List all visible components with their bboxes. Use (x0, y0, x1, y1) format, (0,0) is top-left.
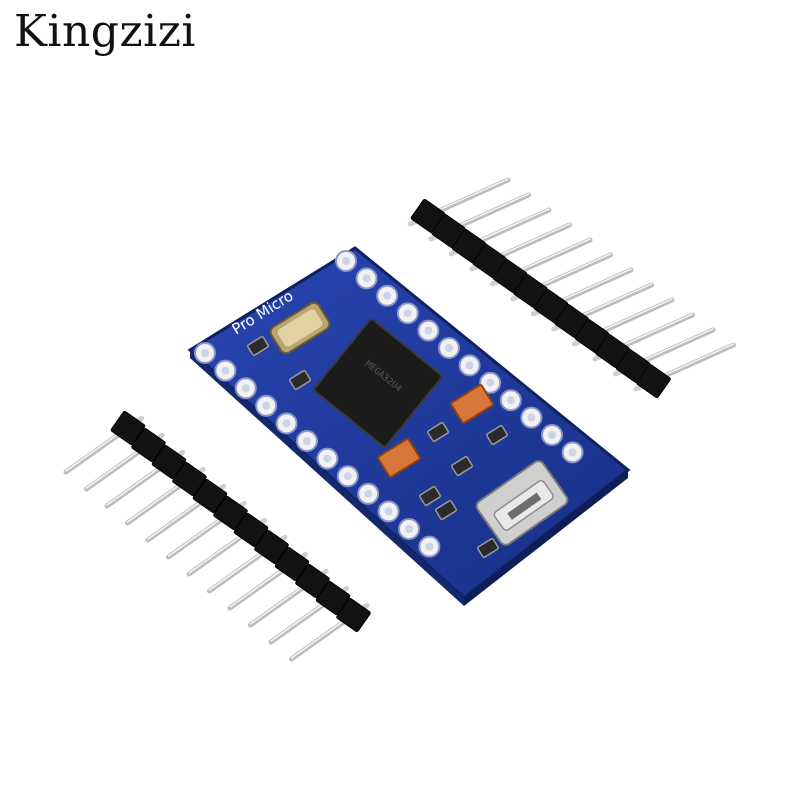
right-header-pin-leg (569, 282, 654, 324)
pin-pad-hole (384, 507, 393, 516)
right-header-pin-leg (610, 312, 695, 354)
pin-pad-hole (383, 291, 392, 300)
pcb-edge-left (190, 350, 464, 606)
pin-pad-hole (405, 525, 413, 533)
pin-header-right (407, 177, 736, 399)
left-header-plastic-block (213, 495, 248, 531)
pin-pad-hole (403, 309, 412, 318)
right-header-pin-highlight (447, 193, 530, 231)
pin-pad-hole (445, 344, 453, 352)
right-header-pin-leg (548, 267, 634, 309)
pin-pad-hole (465, 361, 474, 370)
pin-pad-hole (506, 396, 515, 405)
micro-usb-connector (475, 460, 569, 546)
left-header-plastic-block (315, 580, 351, 616)
right-header-pin-leg (651, 342, 736, 384)
microcontroller-chip: MEGA32U4 (313, 318, 443, 448)
pro-micro-board: MEGA32U4 Pro Micro (187, 246, 631, 606)
right-header-pin-leg (630, 327, 716, 369)
left-header-plastic-block (336, 597, 371, 633)
pin-pad-hole (362, 274, 371, 283)
pin-pad-hole (527, 413, 536, 422)
pin-pad-hole (241, 384, 250, 393)
smd-part (419, 485, 441, 507)
right-header-pin-highlight (611, 313, 694, 351)
smd-components (247, 335, 508, 559)
right-header-pin-highlight (427, 178, 509, 216)
right-header-pin-highlight (468, 208, 550, 246)
right-header-plastic-block (636, 363, 671, 399)
pin-pad-hole (425, 542, 434, 551)
tantalum-capacitor (377, 438, 421, 478)
left-header-plastic-block (254, 529, 289, 565)
right-header-pin-highlight (652, 343, 735, 381)
tantalum-capacitor (450, 384, 494, 424)
right-header-pin-leg (466, 207, 552, 249)
right-header-pin-highlight (570, 283, 653, 321)
right-header-pin-highlight (488, 223, 571, 261)
smd-part (451, 455, 473, 477)
left-header-plastic-block (295, 563, 330, 599)
left-header-plastic-block (192, 478, 228, 514)
pin-pad-hole (303, 437, 311, 445)
smd-part (289, 369, 311, 391)
smd-part (427, 421, 449, 443)
right-header-pin-highlight (550, 268, 632, 306)
right-header-pin-leg (446, 192, 531, 234)
pin-pad-hole (568, 448, 577, 457)
right-header-pin-highlight (632, 328, 714, 366)
pin-header-left (63, 410, 371, 662)
right-header-pin-highlight (591, 298, 673, 336)
pin-pads (194, 250, 584, 558)
brand-watermark: Kingzizi (14, 6, 196, 57)
pin-pad-hole (262, 401, 271, 410)
crystal-oscillator (269, 301, 331, 355)
pin-pad-hole (342, 257, 350, 265)
left-header-plastic-block (110, 410, 146, 446)
pin-pad-hole (221, 366, 230, 375)
pin-pad-hole (486, 378, 495, 387)
right-header-pin-leg (507, 237, 593, 279)
left-header-plastic-block (151, 444, 187, 480)
left-header-plastic-block (274, 546, 310, 582)
right-header-pin-leg (487, 222, 572, 264)
pin-pad-hole (548, 431, 556, 439)
pin-pad-hole (282, 419, 291, 428)
right-header-pin-leg (425, 177, 511, 219)
smd-part (247, 335, 269, 357)
left-header-plastic-block (233, 512, 269, 548)
left-header-plastic-block (131, 427, 166, 463)
right-header-pin-leg (528, 252, 613, 294)
pin-pad-hole (323, 454, 332, 463)
right-header-pin-highlight (529, 253, 612, 291)
right-header-pin-highlight (509, 238, 591, 276)
pin-pad-hole (364, 489, 373, 498)
smd-part (477, 537, 499, 559)
left-header-plastic-block (172, 461, 207, 497)
pcb-edge (464, 470, 628, 606)
pin-pad-hole (201, 349, 209, 357)
right-header-pin-leg (589, 297, 675, 339)
pin-pad-hole (424, 326, 433, 335)
smd-part (435, 499, 457, 521)
smd-part (486, 424, 508, 446)
pin-pad-hole (343, 472, 352, 481)
